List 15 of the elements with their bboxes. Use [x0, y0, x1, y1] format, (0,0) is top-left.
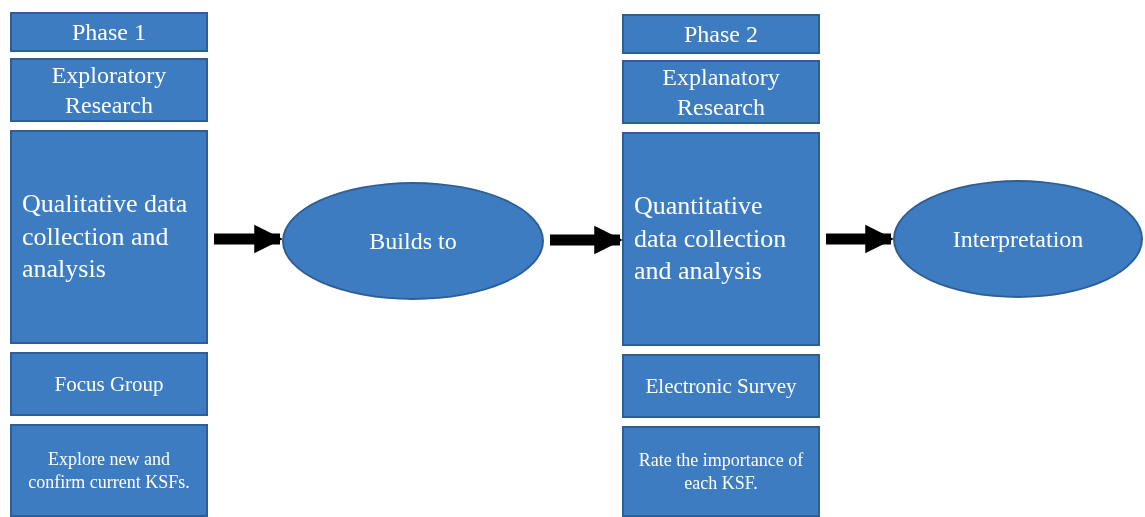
process-box: Focus Group [10, 352, 208, 416]
process-box: Quantitative data collection and analysis [622, 132, 820, 346]
process-box: Explore new and confirm current KSFs. [10, 424, 208, 517]
process-box: Electronic Survey [622, 354, 820, 418]
phase-box: Phase 2 [622, 14, 820, 54]
process-box: Rate the importance of each KSF. [622, 426, 820, 517]
arrow [550, 225, 623, 255]
process-box: Exploratory Research [10, 58, 208, 122]
arrow [214, 224, 283, 254]
ellipse-node: Builds to [282, 182, 544, 300]
phase-box: Phase 1 [10, 12, 208, 52]
process-box: Explanatory Research [622, 60, 820, 124]
arrow [826, 224, 894, 254]
ellipse-node: Interpretation [893, 180, 1143, 298]
process-box: Qualitative data collection and analysis [10, 130, 208, 344]
